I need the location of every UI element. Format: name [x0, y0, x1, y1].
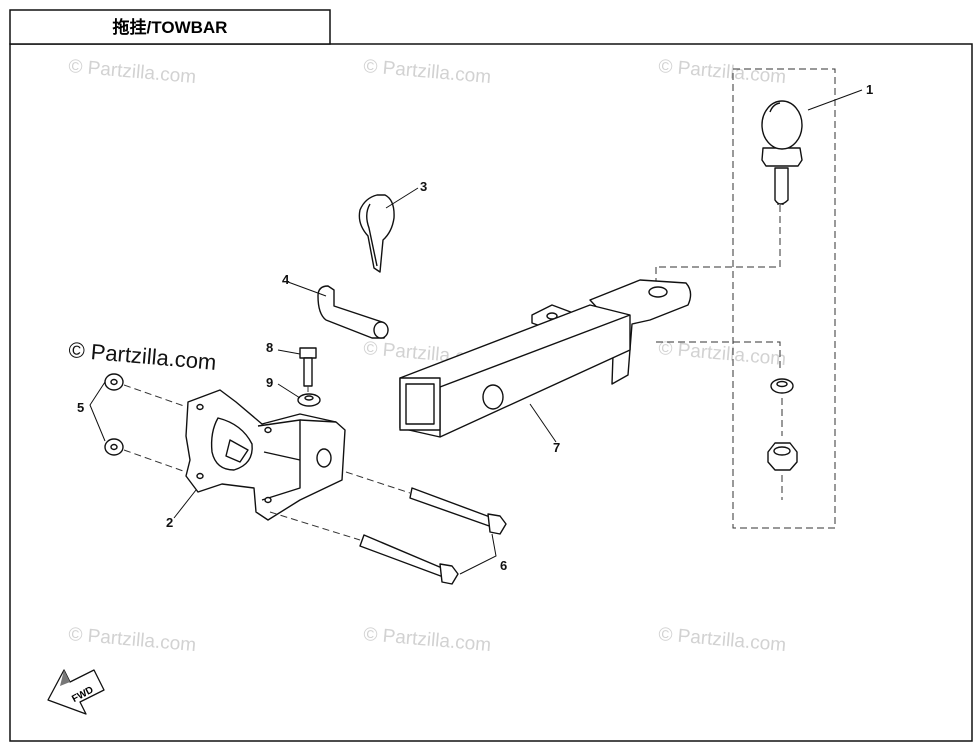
bolt-icon	[299, 347, 317, 387]
assembly-centerline	[655, 205, 781, 285]
callout-2: 2	[166, 515, 173, 530]
washer-icon	[297, 393, 321, 407]
callout-8: 8	[266, 340, 273, 355]
watermark-prominent: © Partzilla.com	[68, 337, 218, 375]
callout-1: 1	[866, 82, 873, 97]
diagram-frame	[9, 43, 973, 742]
leader-lines	[89, 89, 863, 575]
watermark-text: © Partzilla.com	[68, 624, 197, 656]
ball-mount-assembly-icon	[761, 100, 803, 471]
watermark-text: © Partzilla.com	[363, 56, 492, 88]
assembly-centerline	[656, 341, 781, 372]
assembly-centerline	[123, 449, 187, 473]
ball-mount-group-box	[732, 68, 836, 529]
watermark-text: © Partzilla.com	[658, 624, 787, 656]
hitch-pin-icon	[317, 285, 389, 339]
title-box	[9, 9, 331, 45]
assembly-centerline	[123, 384, 185, 407]
watermark-text: © Partzilla.com	[68, 56, 197, 88]
callout-7: 7	[553, 440, 560, 455]
forward-direction-arrow: FWD	[47, 669, 105, 715]
assembly-centerline	[269, 511, 361, 541]
callouts: 1 2 3 4 5 6 7 8 9	[77, 82, 873, 573]
assembly-centerline	[345, 471, 411, 494]
receiver-tube-icon	[399, 279, 692, 438]
watermark-text: © Partzilla.com	[658, 56, 787, 88]
watermark-text: © Partzilla.com	[658, 338, 787, 370]
diagram-title: 拖挂/TOWBAR	[113, 17, 228, 37]
hitch-pin-clip-icon	[358, 194, 395, 273]
hitch-bracket-icon	[185, 389, 346, 521]
washer-icon	[104, 373, 124, 456]
callout-6: 6	[500, 558, 507, 573]
watermark-text: © Partzilla.com	[363, 624, 492, 656]
callout-4: 4	[282, 272, 290, 287]
callout-9: 9	[266, 375, 273, 390]
bolt-icon	[359, 487, 507, 585]
callout-3: 3	[420, 179, 427, 194]
callout-5: 5	[77, 400, 84, 415]
